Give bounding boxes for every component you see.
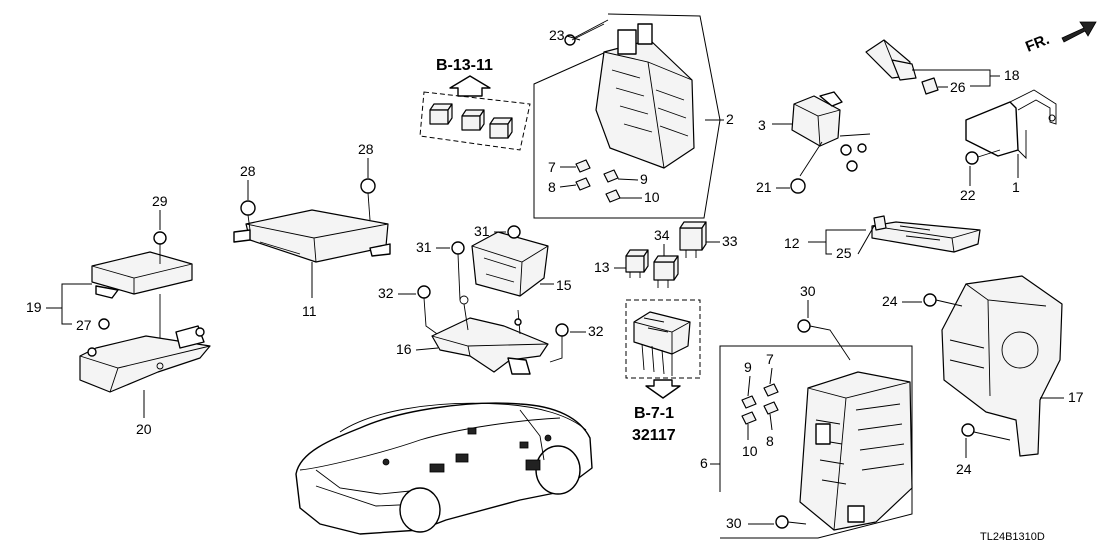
bolt-23 <box>564 19 609 46</box>
bolt-22 <box>965 149 1001 165</box>
callout-6: 6 <box>700 455 708 471</box>
reference-b-13-11-group: B-13-11 <box>419 57 531 151</box>
reference-top-label: B-13-11 <box>436 57 493 74</box>
callout-18: 18 <box>1004 67 1020 83</box>
callout-28-right: 28 <box>358 141 374 157</box>
callout-32-left: 32 <box>378 285 394 301</box>
callout-16: 16 <box>396 341 412 357</box>
fuse-box-assembly-6: 30 30 6 9 7 10 8 <box>700 283 913 539</box>
callout-1: 1 <box>1012 179 1020 195</box>
relay-33 <box>679 221 707 258</box>
callout-29: 29 <box>152 193 168 209</box>
callout-30-bottom: 30 <box>726 515 742 531</box>
callout-25: 25 <box>836 245 852 261</box>
vehicle-location-outline <box>295 402 593 535</box>
diagram-code: TL24B1310D <box>980 531 1045 543</box>
callout-17: 17 <box>1068 389 1084 405</box>
callout-30-top: 30 <box>800 283 816 299</box>
down-arrow-icon <box>645 379 681 399</box>
callout-9-bottom: 9 <box>744 359 752 375</box>
callout-3: 3 <box>758 117 766 133</box>
relay-box-connector <box>633 311 691 376</box>
bolt-28-right <box>360 178 376 221</box>
callout-8-bottom: 8 <box>766 433 774 449</box>
bracket-16 <box>431 295 549 375</box>
bolts-unit-3 <box>790 133 871 194</box>
callout-22: 22 <box>960 187 976 203</box>
callout-11: 11 <box>302 303 317 319</box>
callout-28-left: 28 <box>240 163 256 179</box>
fuses-top <box>575 159 621 203</box>
up-arrow-icon <box>449 75 491 97</box>
control-unit-3 <box>791 91 843 147</box>
module-17 <box>941 275 1063 457</box>
callout-32-right: 32 <box>588 323 604 339</box>
bolt-28-left <box>240 200 256 231</box>
bracket-1 <box>965 89 1057 160</box>
screw-30-top <box>797 319 851 361</box>
screw-30-bottom <box>775 515 807 529</box>
callout-23: 23 <box>549 27 565 43</box>
front-direction-label: FR. <box>1023 31 1052 56</box>
callout-2: 2 <box>726 111 734 127</box>
callout-13: 13 <box>594 259 610 275</box>
fuse-box-assembly: 23 2 7 8 9 10 <box>533 13 734 219</box>
callout-7-top: 7 <box>548 159 556 175</box>
front-arrow-icon <box>1061 21 1097 43</box>
nut-31-left <box>451 241 465 301</box>
callout-12: 12 <box>784 235 800 251</box>
bolt-24-top <box>923 293 963 307</box>
callout-21: 21 <box>756 179 772 195</box>
module-12 <box>871 221 981 253</box>
callout-19: 19 <box>26 299 42 315</box>
nut-31-right <box>507 225 521 239</box>
module-19 <box>91 251 193 299</box>
callout-33: 33 <box>722 233 738 249</box>
front-direction-indicator: FR. <box>1023 21 1097 56</box>
bolt-29 <box>153 231 167 264</box>
callout-31-right: 31 <box>474 223 490 239</box>
callout-10-bottom: 10 <box>742 443 758 459</box>
callout-7-bottom: 7 <box>766 351 774 367</box>
bracket-20 <box>79 325 211 393</box>
bolt-24-bottom <box>961 423 1011 441</box>
callout-27: 27 <box>76 317 92 333</box>
sensor-18 <box>865 39 917 81</box>
relay-small-3 <box>489 117 513 139</box>
relay-13 <box>625 249 649 278</box>
relay-small-1 <box>429 103 453 125</box>
bolt-32-right <box>549 323 569 363</box>
callout-24-bottom: 24 <box>956 461 972 477</box>
bolt-32-left <box>417 285 441 337</box>
callout-31-left: 31 <box>416 239 432 255</box>
reference-bottom-part-label: 32117 <box>632 427 676 444</box>
callout-26: 26 <box>950 79 966 95</box>
relay-small-2 <box>461 109 485 131</box>
fuses-bottom <box>741 383 779 425</box>
relay-34 <box>653 255 679 288</box>
reference-bottom-label: B-7-1 <box>634 405 674 422</box>
fuse-box-body <box>595 23 695 169</box>
callout-9-top: 9 <box>640 171 648 187</box>
sensor-15 <box>471 231 549 297</box>
callout-15: 15 <box>556 277 572 293</box>
clip-27 <box>98 318 110 330</box>
callout-24-top: 24 <box>882 293 898 309</box>
callout-34: 34 <box>654 227 670 243</box>
callout-8-top: 8 <box>548 179 556 195</box>
clip-25 <box>873 215 887 231</box>
reference-b-7-1-group: B-7-1 32117 <box>625 299 701 444</box>
fuse-box-6-body <box>799 371 913 531</box>
callout-20: 20 <box>136 421 152 437</box>
callout-10-top: 10 <box>644 189 660 205</box>
module-11 <box>233 209 391 263</box>
clip-26 <box>921 77 939 95</box>
